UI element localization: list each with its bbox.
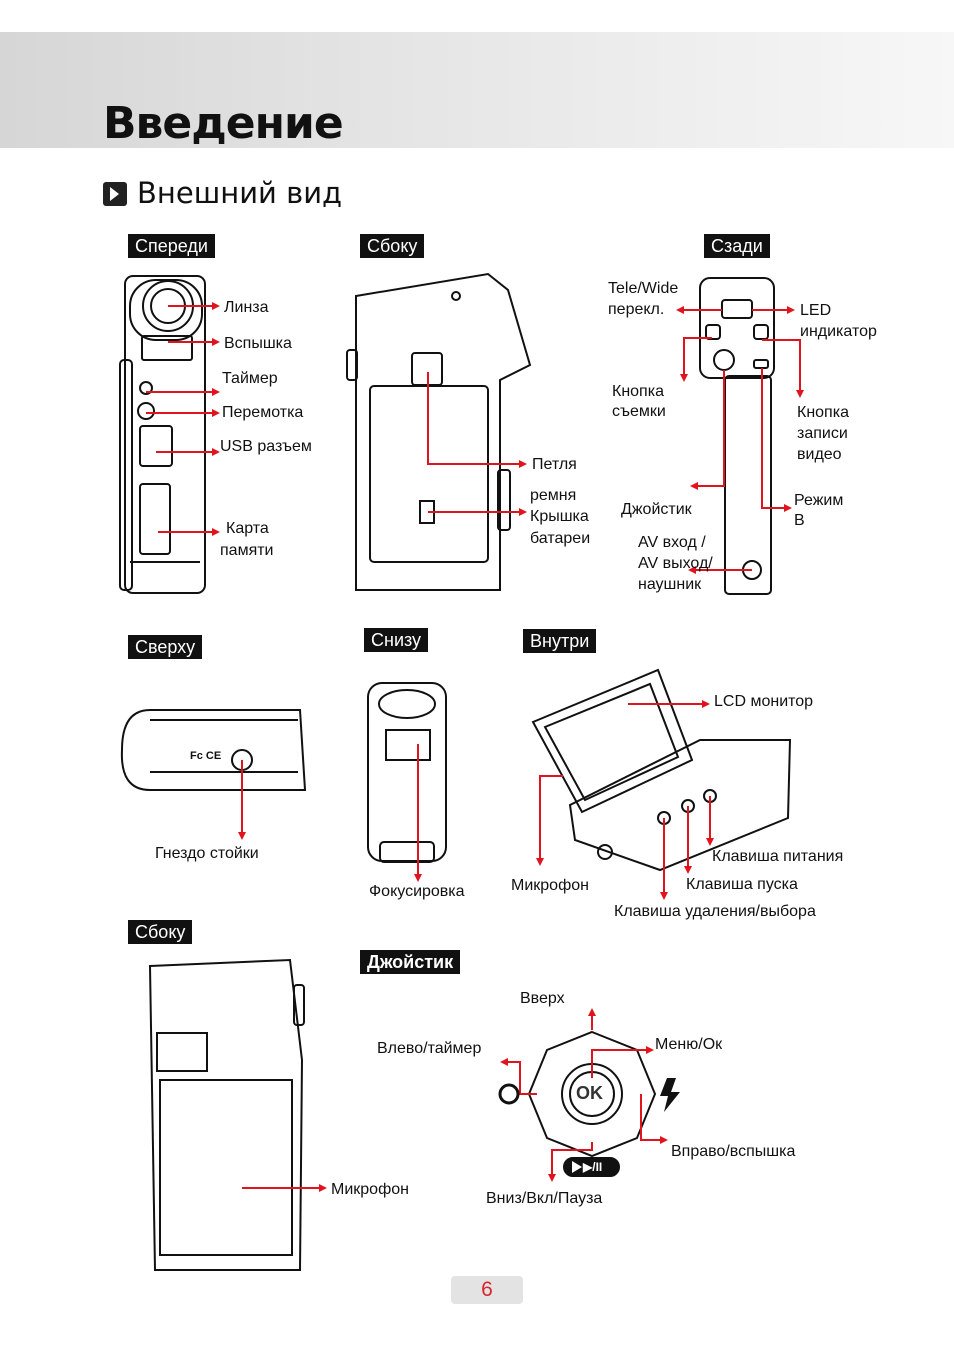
inside-view-camera	[531, 668, 792, 872]
label-lcd: LCD монитор	[714, 693, 814, 710]
flash-icon	[660, 1078, 680, 1112]
joystick-diagram	[527, 1030, 657, 1177]
label-strap-2: ремня	[530, 487, 577, 504]
front-view-camera	[119, 275, 206, 594]
label-down: Вниз/Вкл/Пауза	[486, 1190, 603, 1207]
tag-top: Сверху	[128, 635, 203, 659]
label-timer: Таймер	[222, 370, 278, 387]
label-mic-side: Микрофон	[331, 1181, 409, 1198]
label-shoot-1: Кнопка	[612, 383, 664, 400]
top-view-camera	[120, 709, 307, 791]
label-battery-2: батареи	[530, 530, 591, 547]
side-view-camera	[346, 272, 532, 591]
label-menu: Меню/Ок	[655, 1036, 723, 1053]
label-up: Вверх	[520, 990, 565, 1007]
bottom-view-camera	[367, 682, 447, 863]
label-mode-1: Режим	[794, 492, 844, 509]
section-title-text: Внешний вид	[137, 176, 343, 210]
label-rewind: Перемотка	[222, 404, 304, 421]
self-timer-icon	[498, 1083, 520, 1105]
label-card-2: памяти	[220, 542, 274, 559]
page-title: Введение	[103, 98, 344, 149]
tag-side2: Сбоку	[128, 920, 193, 944]
label-battery-1: Крышка	[530, 508, 589, 525]
tag-inside: Внутри	[523, 629, 597, 653]
label-led-1: LED	[800, 302, 832, 319]
label-strap-1: Петля	[532, 456, 577, 473]
label-lens: Линза	[224, 299, 269, 316]
label-delete: Клавиша удаления/выбора	[614, 903, 816, 920]
label-av-1: AV вход /	[638, 534, 706, 551]
tag-side: Сбоку	[360, 234, 425, 258]
label-power: Клавиша питания	[712, 848, 844, 865]
side2-view-camera	[148, 958, 305, 1271]
label-rec-1: Кнопка	[797, 404, 849, 421]
label-card-1: Карта	[226, 520, 269, 537]
label-joystick-back: Джойстик	[621, 501, 692, 518]
label-av-2: AV выход/	[638, 555, 713, 572]
tag-joystick: Джойстик	[360, 950, 461, 974]
play-pause-label: ▶/II	[583, 1160, 603, 1174]
label-left: Влево/таймер	[377, 1040, 482, 1057]
section-title: Внешний вид	[103, 176, 342, 210]
label-tele-2: перекл.	[608, 301, 665, 318]
label-flash: Вспышка	[224, 335, 292, 352]
label-av-3: наушник	[638, 576, 702, 593]
label-usb: USB разъем	[220, 438, 312, 455]
label-mode-2: В	[794, 512, 805, 529]
tag-front: Спереди	[128, 234, 215, 258]
label-focus: Фокусировка	[369, 883, 465, 900]
label-rec-3: видео	[797, 446, 842, 463]
page-number: 6	[451, 1276, 523, 1304]
label-tripod: Гнездо стойки	[155, 845, 259, 862]
label-shoot-2: съемки	[612, 403, 666, 420]
tag-bottom: Снизу	[364, 628, 429, 652]
label-shutter: Клавиша пуска	[686, 876, 798, 893]
label-rec-2: записи	[797, 425, 848, 442]
label-right: Вправо/вспышка	[671, 1143, 796, 1160]
label-led-2: индикатор	[800, 323, 877, 340]
label-mic-inside: Микрофон	[511, 877, 589, 894]
tag-back: Сзади	[704, 234, 770, 258]
header-band	[0, 32, 954, 148]
fcc-ce-marking: Fc CE	[190, 750, 222, 762]
chevron-right-icon	[103, 182, 127, 206]
label-tele-1: Tele/Wide	[608, 280, 679, 297]
ok-button-label: OK	[576, 1083, 603, 1103]
